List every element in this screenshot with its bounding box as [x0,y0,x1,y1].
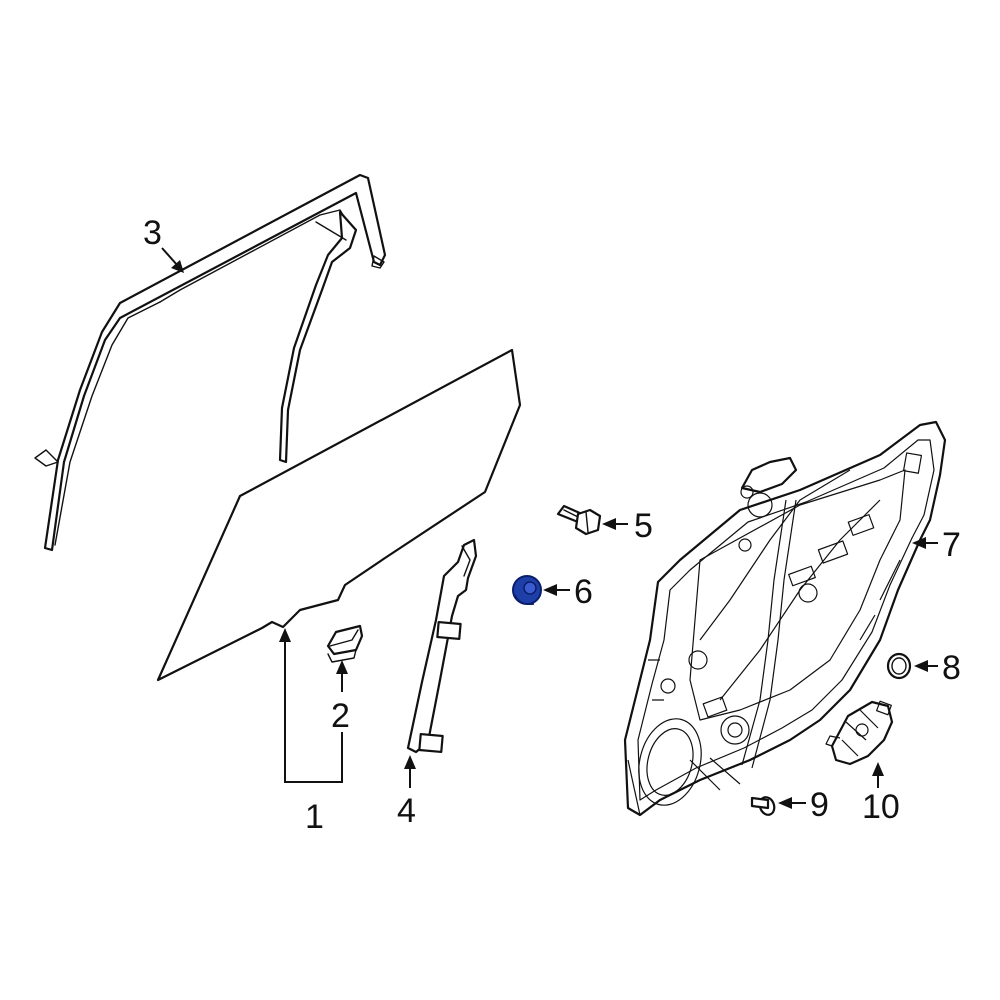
callout-6: 6 [574,573,593,611]
leaders [161,247,938,809]
grommet-part [886,652,912,680]
motor-part [825,700,894,766]
door-glass-part [156,348,522,682]
callout-10: 10 [862,788,900,826]
run-channel-part [34,173,387,552]
callout-5: 5 [634,507,653,545]
callout-2: 2 [331,697,350,735]
regulator-panel-part [623,420,947,817]
bolt-part [556,504,602,536]
callout-9: 9 [810,786,829,824]
pin-part [750,796,776,816]
glass-clip-part [326,624,364,663]
callout-3: 3 [143,214,162,252]
guide-rail-part [406,538,478,754]
nut-part-highlighted [512,575,542,606]
callout-7: 7 [942,526,961,564]
callout-8: 8 [942,649,961,687]
callout-1: 1 [305,798,324,836]
callout-labels: 3 2 1 4 5 6 7 8 9 10 [143,214,961,836]
callout-4: 4 [397,792,416,830]
